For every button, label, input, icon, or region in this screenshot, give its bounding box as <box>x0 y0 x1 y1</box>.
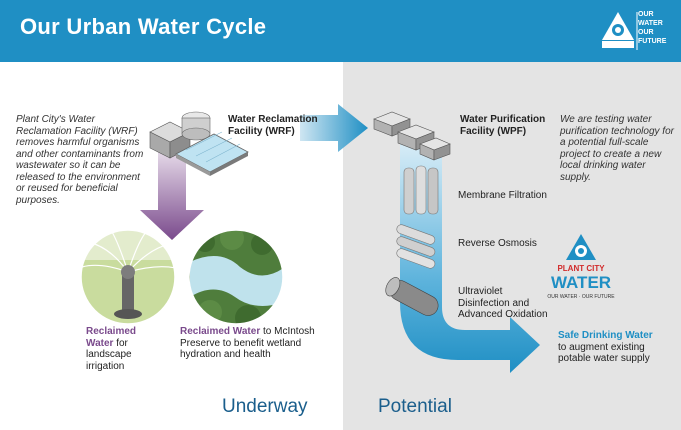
step-membrane-filtration: Membrane Filtration <box>458 190 547 201</box>
water-cycle-diagram: PLANT CITY WATER OUR WATER · OUR FUTURE <box>80 104 615 373</box>
header-logo-tagline: OUR WATER OUR FUTURE <box>638 11 667 45</box>
header-bar <box>0 0 681 62</box>
wpf-facility-icon <box>373 111 451 161</box>
drinking-water-caption: Safe Drinking Water to augment existing … <box>558 330 653 364</box>
reverse-osmosis-icon <box>396 224 436 269</box>
step-reverse-osmosis: Reverse Osmosis <box>458 238 537 249</box>
plant-city-water-logo: PLANT CITY WATER OUR WATER · OUR FUTURE <box>547 234 615 300</box>
svg-text:PLANT CITY: PLANT CITY <box>557 264 605 273</box>
wrf-facility-icon <box>149 111 249 176</box>
wpf-description: We are testing water purification techno… <box>560 114 674 183</box>
wpf-label: Water Purification Facility (WPF) <box>460 114 546 137</box>
svg-text:WATER: WATER <box>551 273 611 292</box>
reclaimed-flow-arrow <box>140 150 204 240</box>
wrf-description: Plant City's Water Reclamation Facility … <box>16 114 144 206</box>
underway-label: Underway <box>222 396 308 417</box>
wetland-image <box>189 230 283 324</box>
wrf-label: Water Reclamation Facility (WRF) <box>228 114 318 137</box>
page-title: Our Urban Water Cycle <box>20 14 267 39</box>
irrigation-image <box>81 230 175 324</box>
svg-text:OUR WATER · OUR FUTURE: OUR WATER · OUR FUTURE <box>547 294 615 300</box>
wetland-caption: Reclaimed Water to McIntosh Preserve to … <box>180 326 315 360</box>
step-uv-oxidation: Ultraviolet Disinfection and Advanced Ox… <box>458 286 548 320</box>
transfer-flow-arrow <box>300 104 368 152</box>
irrigation-caption: Reclaimed Water for landscape irrigation <box>86 326 137 372</box>
potential-label: Potential <box>378 396 452 417</box>
header-logo <box>602 12 638 50</box>
membrane-filtration-icon <box>403 165 439 215</box>
header-logo-icon <box>602 12 634 48</box>
uv-reactor-icon <box>385 277 439 316</box>
